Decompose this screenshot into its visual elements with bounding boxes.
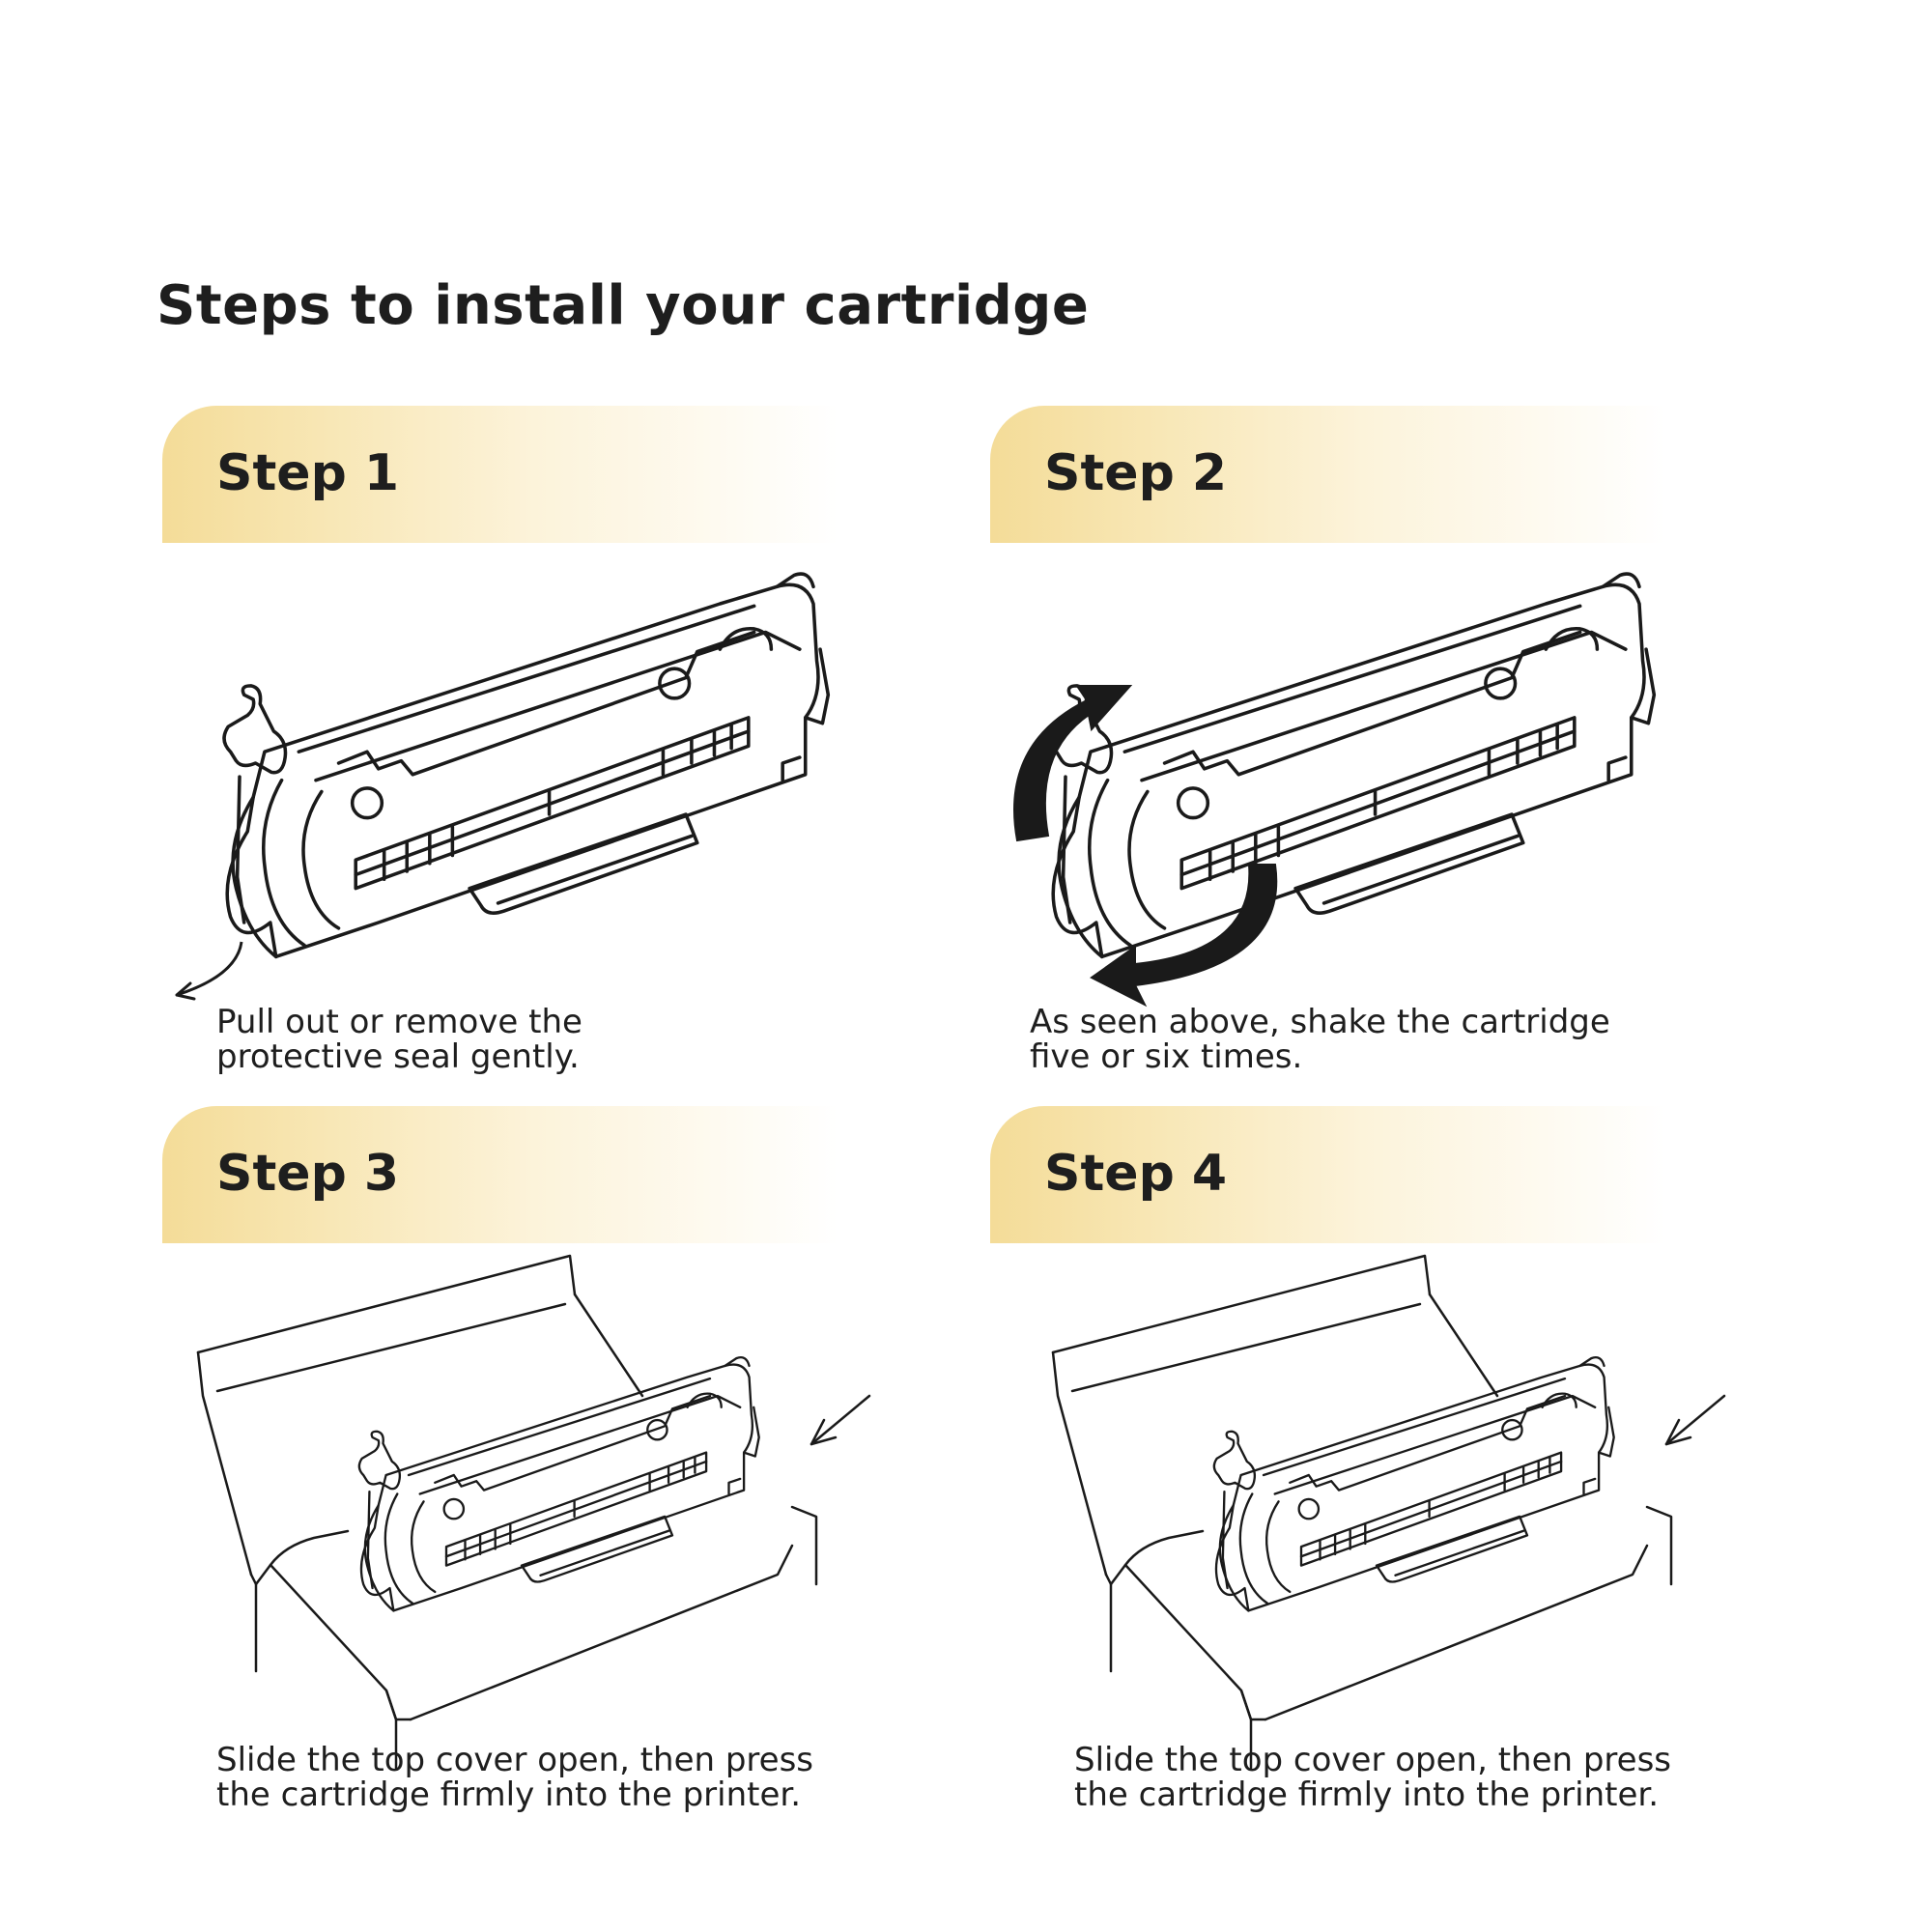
step-2-title: Step 2 [1044, 444, 1228, 502]
step-2-description: As seen above, shake the cartridge five … [1030, 1005, 1725, 1074]
shake-rotation-arrows-icon [1000, 676, 1309, 995]
step-4-line-2: the cartridge firmly into the printer. [1074, 1776, 1660, 1814]
step-2-line-1: As seen above, shake the cartridge [1030, 1003, 1610, 1041]
step-2-line-2: five or six times. [1030, 1037, 1303, 1076]
step-4-description: Slide the top cover open, then press the… [1074, 1743, 1770, 1812]
pull-seal-arrow-icon [169, 937, 266, 1005]
step-4-line-1: Slide the top cover open, then press [1074, 1741, 1672, 1779]
step-3-line-1: Slide the top cover open, then press [216, 1741, 814, 1779]
step-3-description: Slide the top cover open, then press the… [216, 1743, 912, 1812]
step-1-banner: Step 1 [162, 406, 838, 543]
step-4-printer-illustration [1051, 1254, 1726, 1770]
step-1-title: Step 1 [216, 444, 400, 502]
step-2-banner: Step 2 [990, 406, 1666, 543]
step-3-line-2: the cartridge firmly into the printer. [216, 1776, 802, 1814]
step-1-line-2: protective seal gently. [216, 1037, 580, 1076]
step-1-description: Pull out or remove the protective seal g… [216, 1005, 912, 1074]
step-4-title: Step 4 [1044, 1145, 1228, 1203]
step-3-printer-illustration [196, 1254, 871, 1770]
page-title: Steps to install your cartridge [156, 274, 1090, 337]
step-1-line-1: Pull out or remove the [216, 1003, 582, 1041]
step-3-title: Step 3 [216, 1145, 400, 1203]
step-4-banner: Step 4 [990, 1106, 1666, 1243]
step-1-cartridge-illustration [222, 572, 831, 959]
step-3-banner: Step 3 [162, 1106, 838, 1243]
